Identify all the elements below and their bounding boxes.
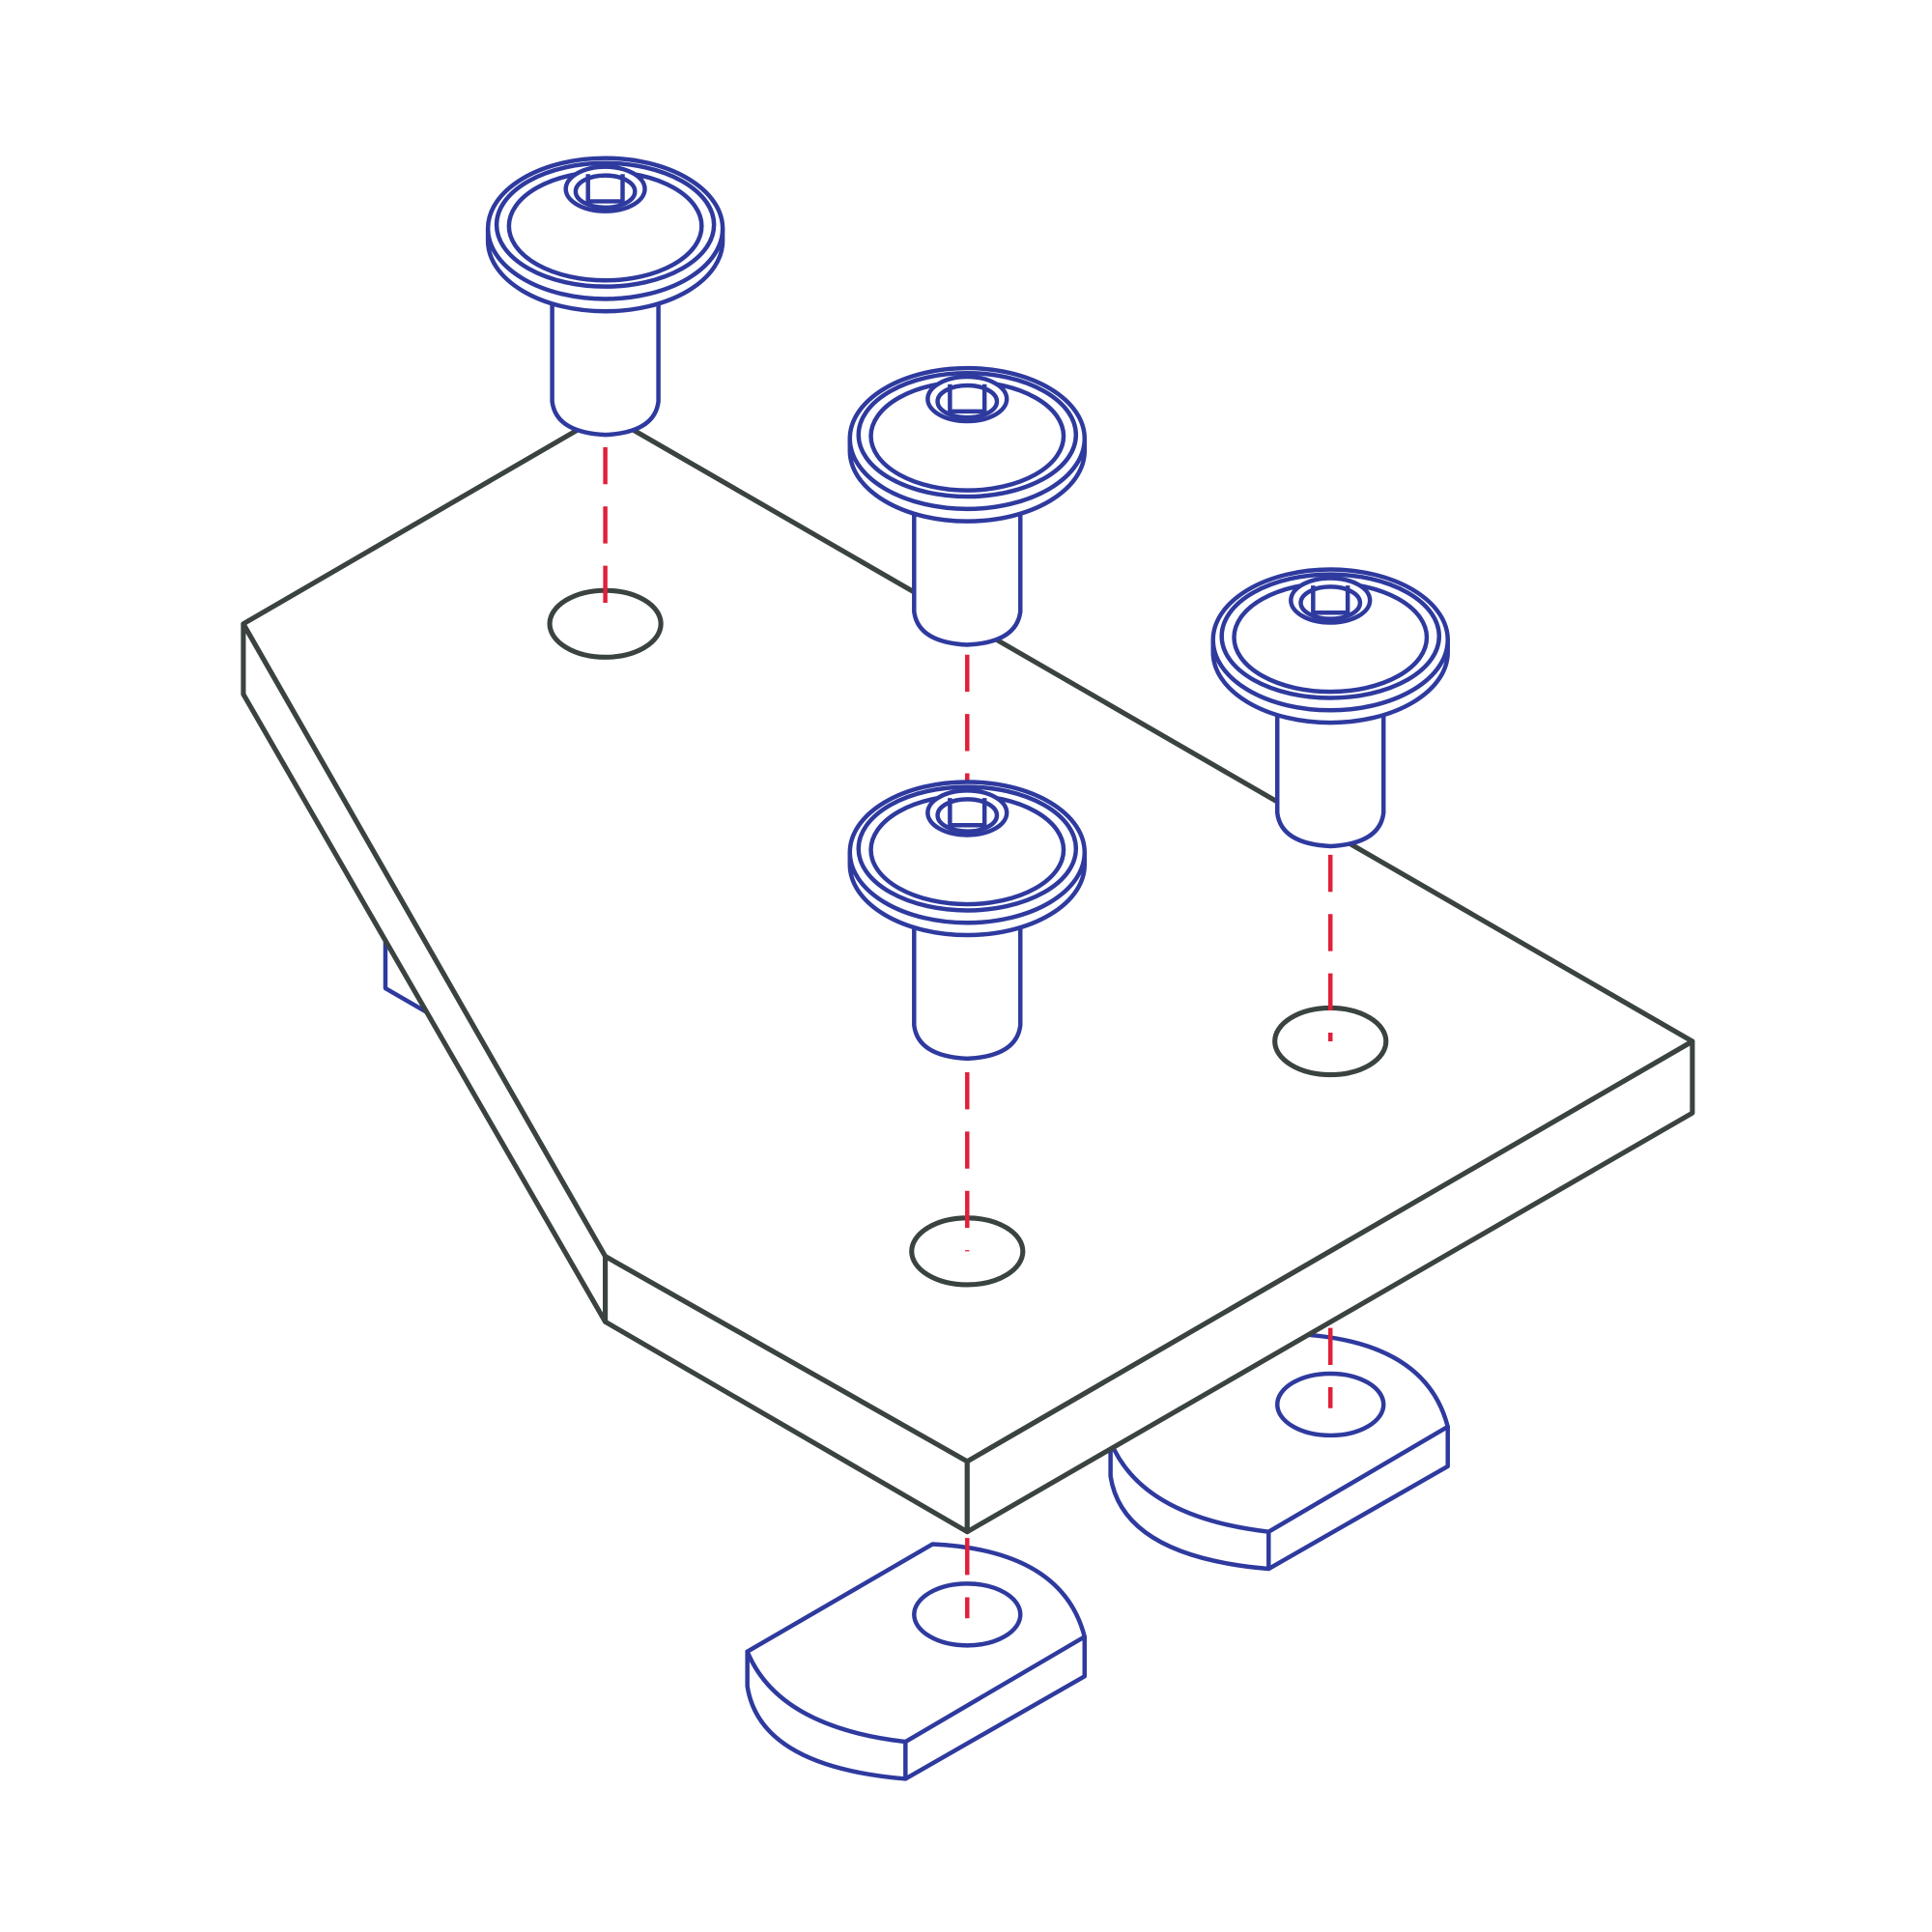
mounting-plate (241, 411, 1695, 1535)
screw-1 (488, 158, 723, 435)
t-nut-hole (912, 1581, 1023, 1648)
t-nut-hole (1275, 1371, 1386, 1438)
t-nut-front (745, 1542, 1087, 1781)
t-nut-right (1108, 1331, 1450, 1572)
alignment-guides (603, 446, 1333, 1619)
